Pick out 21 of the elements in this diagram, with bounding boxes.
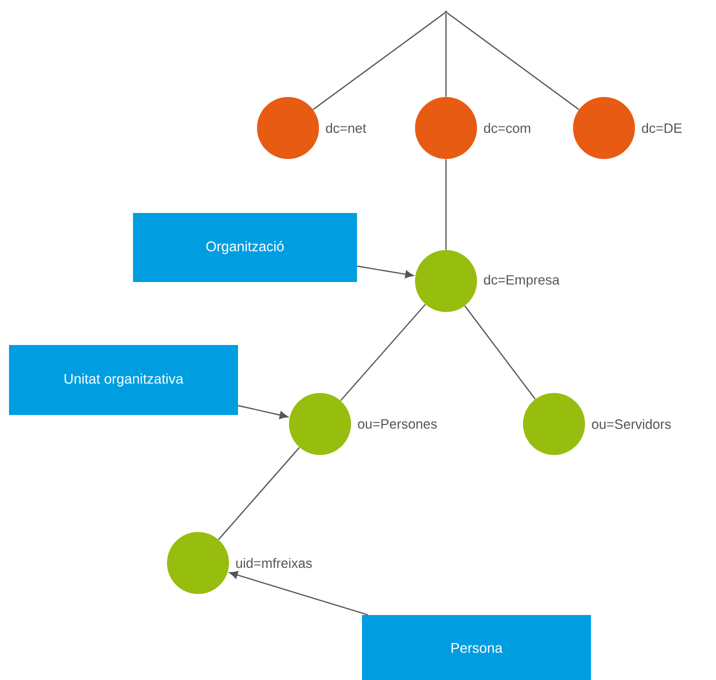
- connector-line: [445, 13, 447, 97]
- node-label: dc=DE: [642, 123, 682, 133]
- label-box: Persona: [362, 615, 591, 680]
- connector-line: [445, 159, 447, 250]
- node-label: uid=mfreixas: [236, 558, 312, 568]
- node-label: ou=Persones: [358, 419, 437, 429]
- node-label: ou=Servidors: [592, 419, 671, 429]
- node-label: dc=com: [484, 123, 530, 133]
- node-label: dc=Empresa: [484, 274, 560, 288]
- label-box: Unitat organitzativa: [9, 345, 238, 415]
- connector-line: [312, 12, 446, 110]
- label-box: Organització: [133, 213, 357, 282]
- arrow: [229, 571, 368, 616]
- arrow: [357, 266, 414, 278]
- node-label: dc=net: [326, 123, 366, 133]
- connector-line: [464, 306, 536, 400]
- branch-point: [444, 10, 448, 14]
- connector-line: [446, 12, 580, 110]
- arrow: [238, 405, 288, 419]
- connector-line: [340, 304, 426, 401]
- connector-line: [218, 447, 300, 540]
